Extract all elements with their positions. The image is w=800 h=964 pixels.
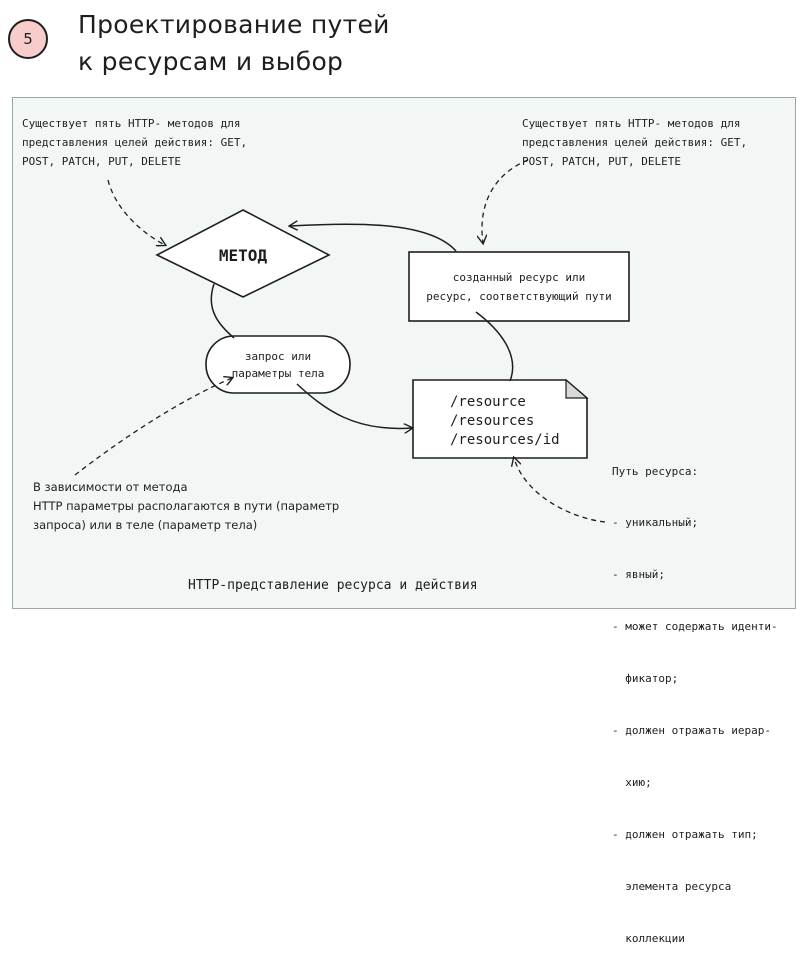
note-line: запроса) или в теле (параметр тела) (33, 518, 258, 532)
rule-line: Путь ресурса: (612, 464, 699, 478)
diagram-canvas (74, 159, 630, 523)
page-title: Проектирование путей к ресурсам и выбор (78, 6, 390, 80)
dashed-arrow-note-to-params (74, 378, 232, 476)
note-line: Существует пять HTTP- методов для (22, 117, 241, 130)
params-capsule (205, 335, 351, 394)
diagram-caption: HTTP-представление ресурса и действия (188, 578, 478, 593)
resource-path-1: /resource (450, 394, 526, 410)
note-methods-left: Существует пять HTTP- методов для предст… (22, 114, 247, 171)
created-label-line-1: созданный ресурс или (452, 270, 586, 284)
resource-document (412, 379, 588, 459)
created-resource-label: созданный ресурс или ресурс, соответству… (409, 252, 629, 321)
note-line: представления целей действия: GET, (22, 136, 248, 149)
rule-line: фикатор; (612, 672, 679, 686)
resource-path-3: /resources/id (450, 432, 560, 448)
method-diamond (155, 209, 331, 298)
created-resource-box (408, 251, 630, 322)
note-line: В зависимости от метода (33, 480, 188, 494)
note-line: Существует пять HTTP- методов для (522, 117, 741, 130)
method-label: МЕТОД (218, 245, 268, 265)
rule-line: - должен отражать тип; (612, 827, 758, 841)
rule-line: коллекции (612, 931, 685, 945)
diagram-frame (12, 97, 796, 609)
params-label-line-2: параметры тела (231, 366, 325, 380)
line-method-to-params (210, 283, 235, 339)
resource-paths: /resource /resources /resources/id (450, 393, 560, 450)
note-line: представления целей действия: GET, (522, 136, 748, 149)
dashed-arrow-note-to-method (107, 179, 165, 245)
note-line: POST, PATCH, PUT, DELETE (22, 155, 181, 168)
arrow-params-to-resource (296, 383, 412, 428)
line-resource-to-created (475, 311, 514, 382)
step-badge: 5 (8, 19, 48, 59)
resource-path-2: /resources (450, 413, 535, 429)
note-methods-right: Существует пять HTTP- методов для предст… (522, 114, 747, 171)
rule-line: - уникальный; (612, 516, 699, 530)
title-line-2: к ресурсам и выбор (78, 47, 344, 76)
title-line-1: Проектирование путей (78, 10, 390, 39)
rule-line: элемента ресурса (612, 879, 732, 893)
note-line: POST, PATCH, PUT, DELETE (522, 155, 681, 168)
rule-line: хию; (612, 775, 652, 789)
arrow-created-to-method (290, 224, 457, 252)
note-parameters: В зависимости от метода HTTP параметры р… (33, 478, 339, 535)
params-label: запрос или параметры тела (206, 336, 350, 393)
rule-line: - может содержать иденти- (612, 620, 778, 634)
rule-line: - явный; (612, 568, 665, 582)
dashed-arrow-rules-to-resource (514, 458, 606, 523)
note-line: HTTP параметры располагаются в пути (пар… (33, 499, 340, 513)
note-path-rules: Путь ресурса: - уникальный; - явный; - м… (612, 428, 778, 964)
rule-line: - должен отражать иерар- (612, 724, 771, 738)
created-label-line-2: ресурс, соответствующий пути (426, 289, 612, 303)
document-fold (565, 378, 589, 399)
dashed-arrow-note-to-created (482, 159, 529, 243)
params-label-line-1: запрос или (244, 349, 312, 363)
